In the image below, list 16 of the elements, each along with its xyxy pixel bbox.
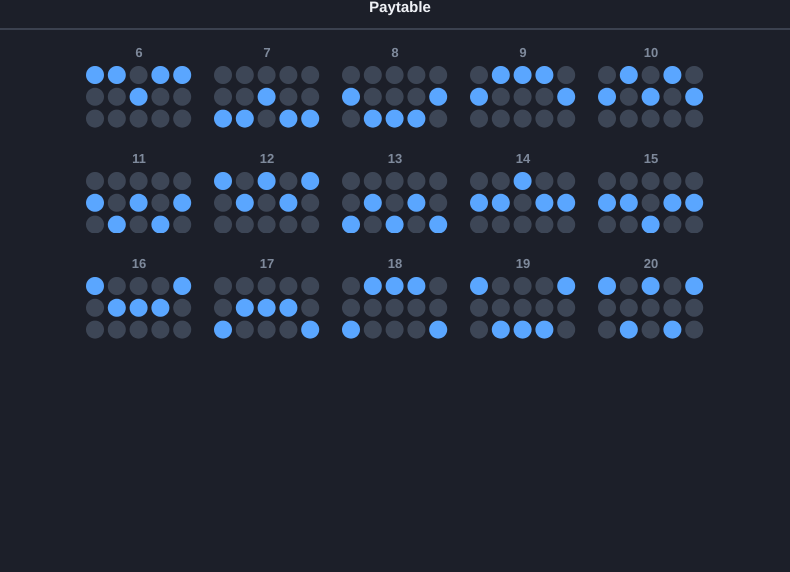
payline-number: 13 — [388, 150, 402, 166]
payline-number: 14 — [516, 150, 530, 166]
payline-number: 19 — [516, 256, 530, 271]
payline-number: 20 — [644, 256, 658, 271]
payline-number: 10 — [644, 45, 658, 60]
payline-number: 15 — [644, 150, 658, 166]
payline-number: 17 — [260, 256, 274, 271]
payline-number: 6 — [135, 45, 143, 60]
title: Paytable — [369, 0, 431, 16]
payline-number: 8 — [391, 45, 399, 60]
payline-number: 11 — [132, 150, 146, 166]
payline-number: 12 — [260, 150, 274, 166]
payline-number: 18 — [388, 256, 402, 271]
payline-number: 16 — [132, 256, 146, 271]
payline-number: 7 — [263, 45, 271, 60]
payline-number: 9 — [519, 45, 527, 60]
